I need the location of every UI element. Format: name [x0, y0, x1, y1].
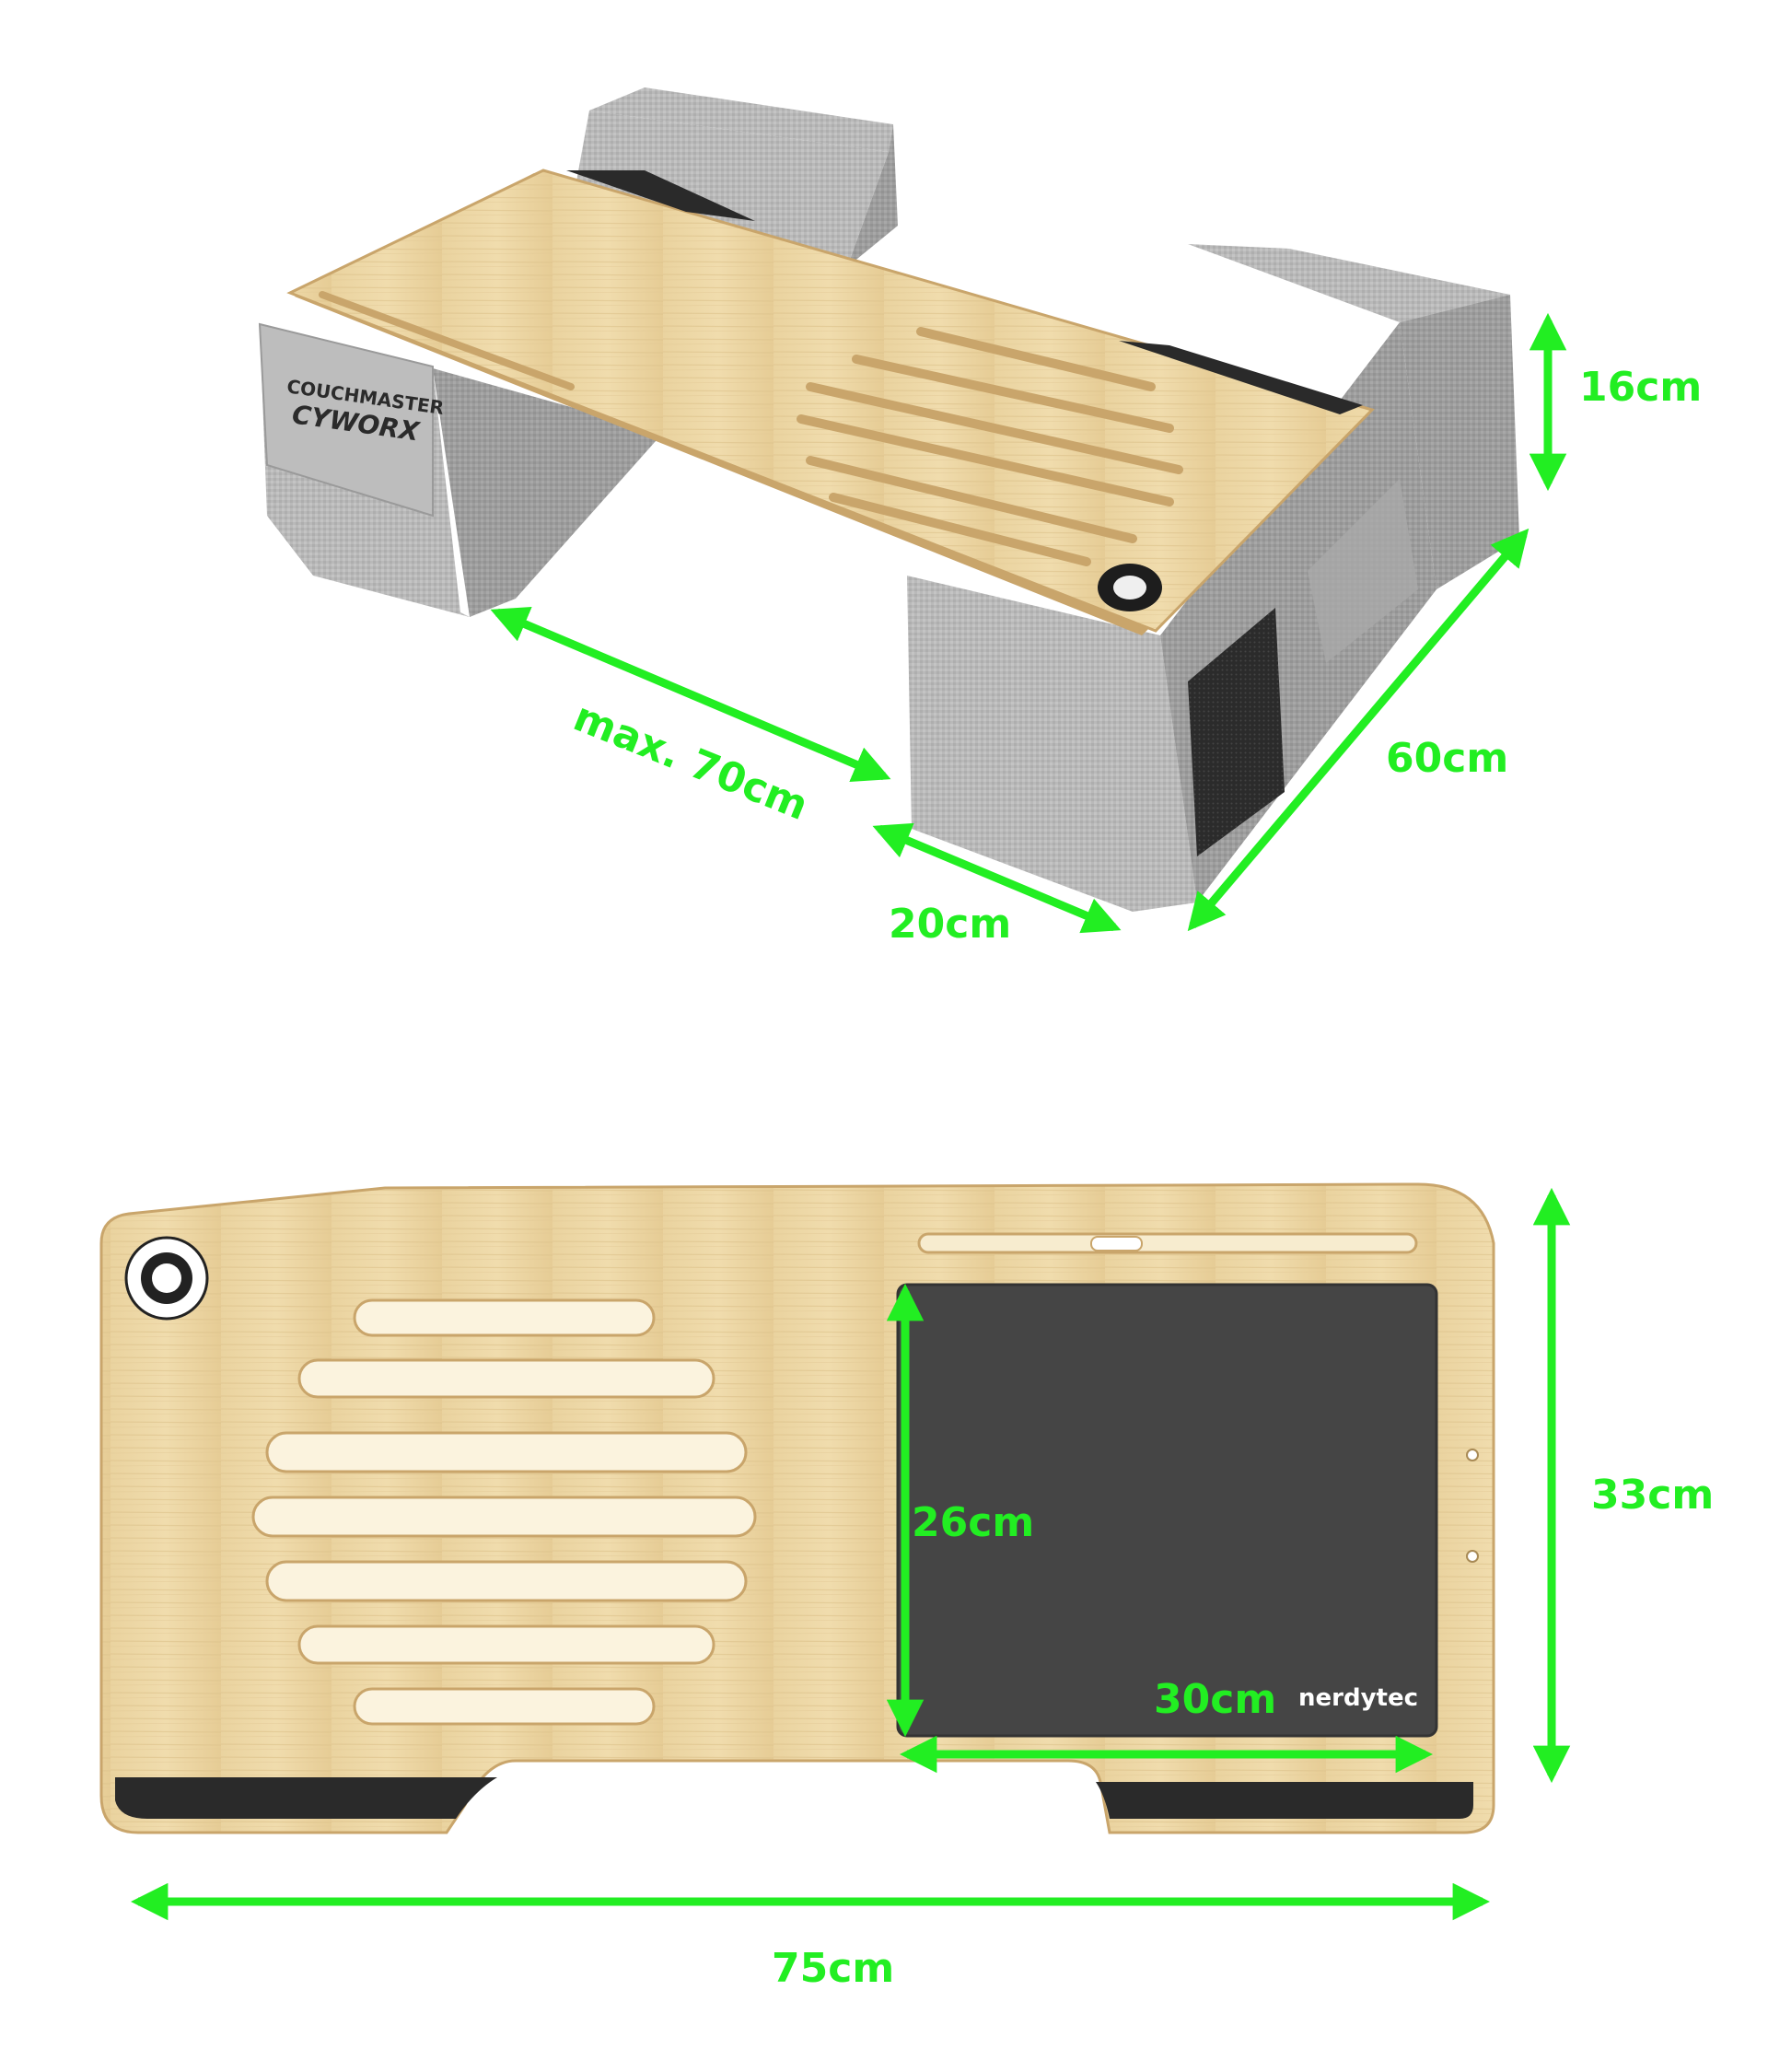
- wooden-tray: [286, 169, 1375, 635]
- wrist-rest-right: [1119, 341, 1363, 414]
- span-arrow: [490, 606, 891, 783]
- pad-width-label: 30cm: [1154, 1676, 1276, 1723]
- cable-notch: [1090, 1236, 1143, 1251]
- depth-arrow: [1187, 528, 1530, 932]
- left-cushion: COUCHMASTER CYWORX: [258, 322, 663, 617]
- mousepad-brand: nerdytec: [1298, 1684, 1418, 1712]
- board-width-label: 75cm: [772, 1945, 894, 1992]
- board-dimension-arrows: [130, 1187, 1571, 1921]
- screw-hole: [1466, 1550, 1479, 1563]
- board-height-label: 33cm: [1591, 1472, 1714, 1519]
- top-dimension-arrows: [490, 312, 1567, 934]
- depth-label: 60cm: [1386, 735, 1508, 782]
- cushion-width-arrow: [872, 822, 1122, 934]
- board-top-view: nerdytec: [99, 1182, 1495, 1834]
- brand-pocket: [258, 322, 434, 518]
- board-vent-slots: [251, 1298, 757, 1726]
- pad-height-label: 26cm: [912, 1499, 1034, 1546]
- span-label: max. 70cm: [567, 693, 815, 830]
- couch-table-3d-view: COUCHMASTER CYWORX: [258, 87, 1519, 912]
- height-label: 16cm: [1579, 364, 1702, 411]
- cushion-width-label: 20cm: [889, 901, 1011, 948]
- right-wrist-rest: [1096, 1782, 1473, 1819]
- quality-seal-badge: [124, 1236, 209, 1321]
- left-wrist-rest: [115, 1777, 497, 1819]
- tablet-slot: [917, 1232, 1418, 1254]
- back-cushion: [571, 87, 898, 267]
- screw-hole: [1466, 1449, 1479, 1461]
- pen-slot: [319, 291, 575, 390]
- logo-badge: [1098, 564, 1162, 611]
- wrist-rest-back: [566, 170, 755, 221]
- vent-slots: [797, 327, 1183, 566]
